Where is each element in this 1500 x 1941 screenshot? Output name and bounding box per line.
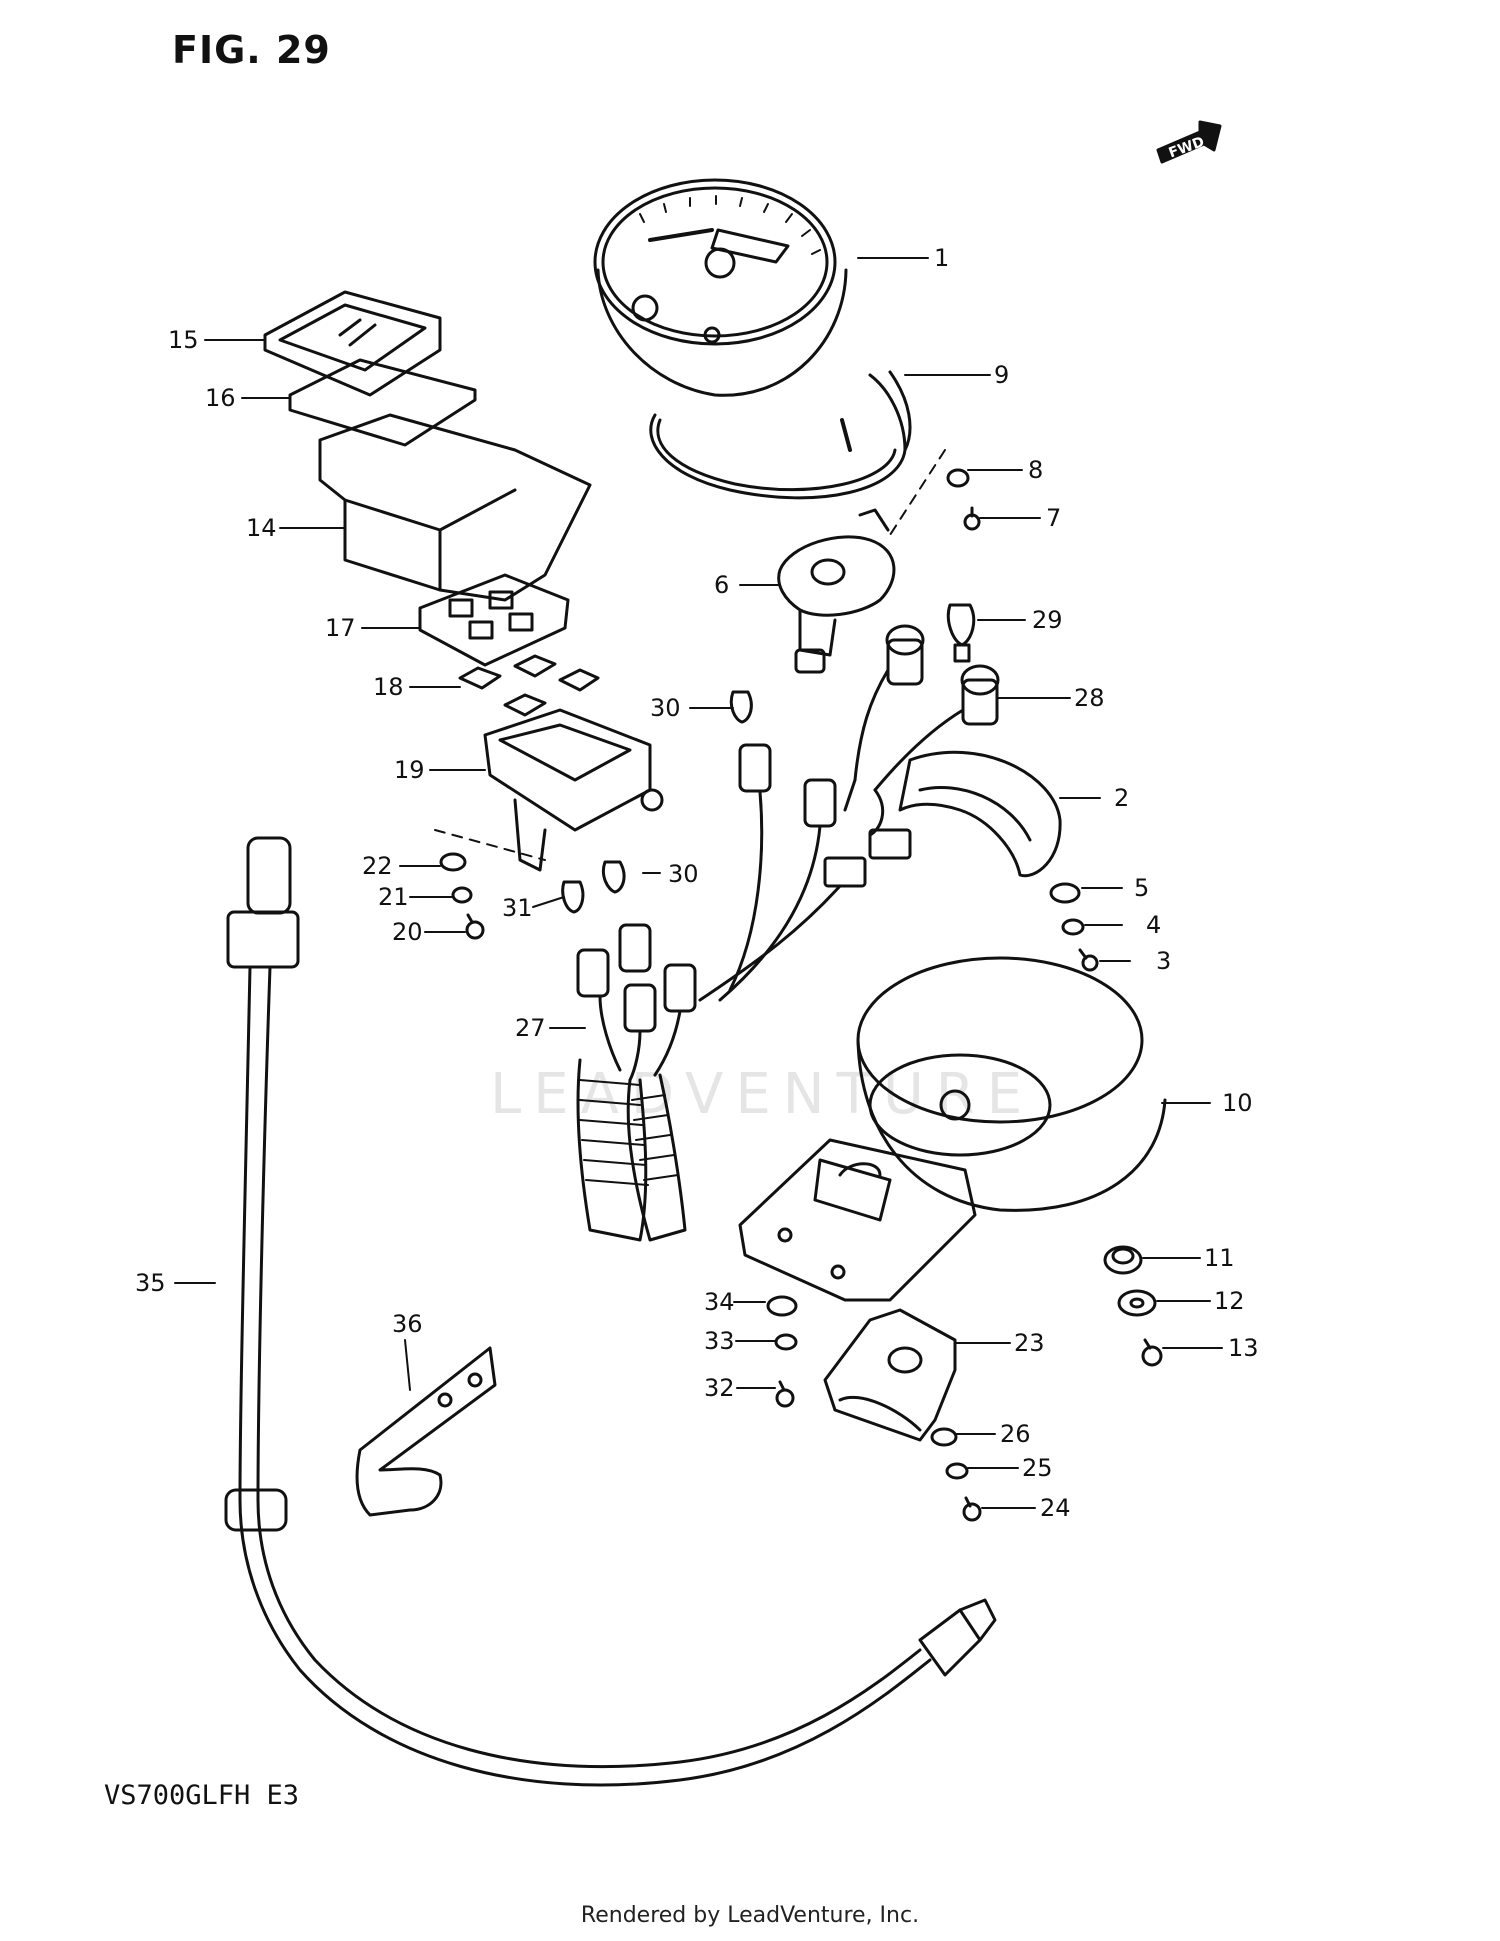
callout-number: 27 — [515, 1014, 546, 1042]
part-screw-20 — [465, 913, 485, 940]
callout-number: 9 — [994, 361, 1009, 389]
callout-number: 20 — [392, 918, 423, 946]
part-nut-25 — [945, 1462, 969, 1480]
callout-number: 12 — [1214, 1287, 1245, 1315]
part-gasket — [649, 370, 912, 500]
callout-number: 24 — [1040, 1494, 1071, 1522]
part-screw-13 — [1141, 1338, 1163, 1367]
callout-number: 1 — [934, 244, 949, 272]
part-gasket-16 — [288, 358, 477, 447]
part-bracket-23 — [823, 1308, 957, 1442]
part-grommet-22 — [439, 852, 467, 872]
callout-number: 19 — [394, 756, 425, 784]
model-code: VS700GLFH E3 — [104, 1780, 300, 1811]
callout-number: 5 — [1134, 874, 1149, 902]
callout-number: 35 — [135, 1269, 166, 1297]
callout-number: 14 — [246, 514, 277, 542]
callout-number: 2 — [1114, 784, 1129, 812]
callout-number: 8 — [1028, 456, 1043, 484]
callout-number: 4 — [1146, 911, 1161, 939]
callout-number: 18 — [373, 673, 404, 701]
part-cable-joint — [777, 508, 896, 674]
callout-number: 13 — [1228, 1334, 1259, 1362]
part-nut-8 — [946, 468, 970, 488]
part-grommet-26 — [930, 1427, 958, 1447]
part-screw-32 — [775, 1380, 795, 1408]
callout-number: 34 — [704, 1288, 735, 1316]
part-grommet-5 — [1049, 882, 1081, 904]
callout-number: 3 — [1156, 947, 1171, 975]
part-harness-27 — [576, 743, 867, 1242]
callout-number: 22 — [362, 852, 393, 880]
part-washer-21 — [451, 886, 473, 904]
part-screw-7 — [963, 506, 981, 531]
part-speedometer — [593, 178, 852, 452]
part-washer-33 — [774, 1333, 798, 1351]
callout-number: 16 — [205, 384, 236, 412]
fwd-arrow-icon: FWD — [1156, 120, 1222, 164]
callout-number: 23 — [1014, 1329, 1045, 1357]
part-bulb-30-upper — [729, 690, 753, 724]
callout-number: 7 — [1046, 504, 1061, 532]
callout-number: 6 — [714, 571, 729, 599]
render-credit: Rendered by LeadVenture, Inc. — [580, 1903, 920, 1928]
callout-number: 31 — [502, 894, 533, 922]
part-bulb-29 — [946, 603, 976, 663]
part-housing-14 — [318, 413, 592, 602]
callout-number: 29 — [1032, 606, 1063, 634]
part-screw-24 — [962, 1496, 982, 1522]
callout-number: 17 — [325, 614, 356, 642]
callout-number: 28 — [1074, 684, 1105, 712]
callout-number: 11 — [1204, 1244, 1235, 1272]
part-filters-18 — [458, 654, 600, 717]
part-lower-cover — [868, 750, 1062, 878]
callout-number: 25 — [1022, 1454, 1053, 1482]
callout-number: 36 — [392, 1310, 423, 1338]
part-washer-4 — [1061, 918, 1085, 936]
part-plate-17 — [418, 573, 570, 667]
part-sockets-28 — [843, 624, 1000, 837]
callout-number: 15 — [168, 326, 199, 354]
part-washer-12 — [1117, 1289, 1157, 1317]
callout-number: 10 — [1222, 1089, 1253, 1117]
part-clamp-36 — [355, 1346, 497, 1517]
callout-number: 32 — [704, 1374, 735, 1402]
callout-number: 26 — [1000, 1420, 1031, 1448]
part-cable-35 — [224, 836, 997, 1787]
part-grommet-34 — [766, 1295, 798, 1317]
part-grommet-11 — [1103, 1245, 1143, 1275]
part-screw-3 — [1078, 948, 1099, 972]
part-lamp-holder-19 — [483, 708, 664, 872]
callout-number: 30 — [650, 694, 681, 722]
callout-number: 30 — [668, 860, 699, 888]
figure-title: FIG. 29 — [172, 28, 331, 72]
part-lens-15 — [263, 290, 442, 397]
part-bulb-30-lower — [601, 860, 626, 894]
part-bulb-31 — [561, 880, 585, 914]
part-meter-case — [738, 956, 1167, 1302]
callout-number: 21 — [378, 883, 409, 911]
callout-number: 33 — [704, 1327, 735, 1355]
